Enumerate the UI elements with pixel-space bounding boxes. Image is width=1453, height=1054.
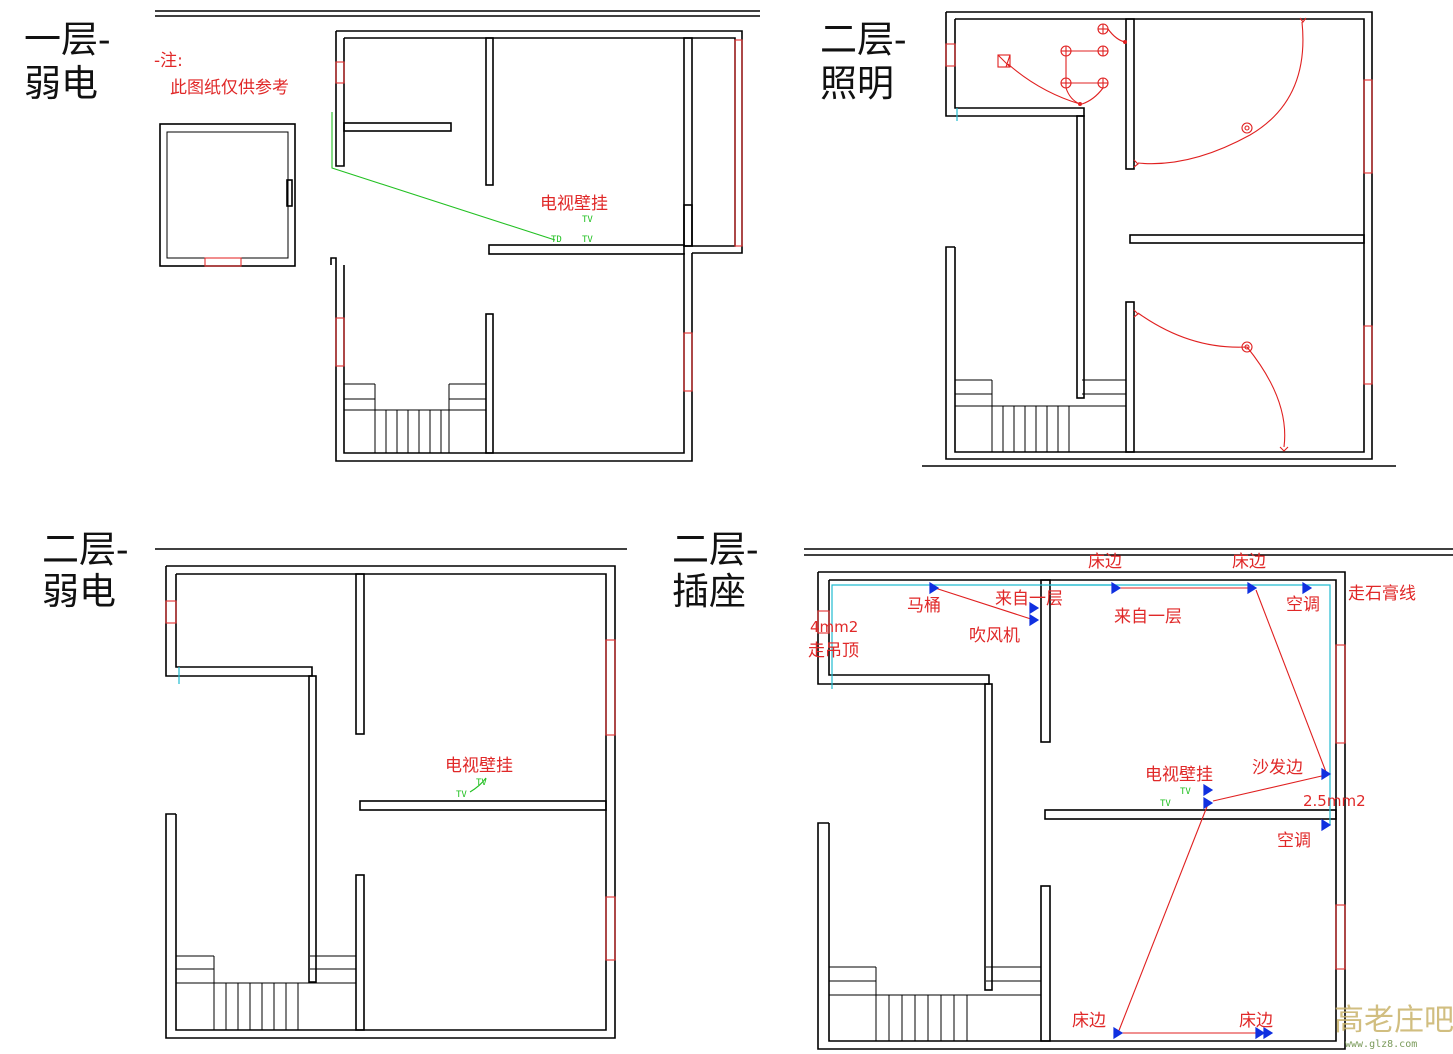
- weak-current-wiring: 电视壁挂 TV TV: [445, 756, 513, 800]
- tv-wall-mount-label: 电视壁挂: [445, 756, 513, 776]
- label-bedside-3: 床边: [1072, 1011, 1106, 1031]
- panel-title-line2: 插座: [672, 570, 746, 613]
- tv-outlet-tag-2: TV: [582, 235, 593, 245]
- label-through-ceiling: 走吊顶: [808, 641, 859, 661]
- label-tv-wall-mount: 电视壁挂: [1145, 765, 1213, 785]
- note-label: -注:: [154, 51, 183, 71]
- label-wire-2-5mm2: 2.5mm2: [1303, 792, 1366, 810]
- tv-wall-mount-label: 电视壁挂: [540, 194, 608, 214]
- label-hair-dryer: 吹风机: [969, 626, 1020, 646]
- floorplan-walls: [155, 10, 760, 462]
- ceiling-light-icon: [1241, 341, 1253, 353]
- label-bedside-2: 床边: [1232, 552, 1266, 572]
- note-text: 此图纸仅供参考: [170, 78, 289, 98]
- ceiling-light-icon: [1241, 122, 1253, 134]
- tv-outlet-tag: TV: [1180, 787, 1191, 797]
- panel-second-floor-lighting: 二层- 照明: [820, 11, 1396, 467]
- label-air-conditioner-1: 空调: [1286, 595, 1320, 615]
- label-wire-4mm2: 4mm2: [810, 618, 858, 636]
- watermark-url: www.glz8.com: [1345, 1039, 1417, 1050]
- panel-title-line2: 照明: [820, 62, 894, 105]
- lighting-circuits: [997, 17, 1307, 452]
- tv-outlet-tag-2: TV: [456, 790, 467, 800]
- panel-second-floor-sockets: 二层- 插座: [672, 528, 1453, 1050]
- panel-title-line1: 二层-: [672, 528, 759, 571]
- panel-title-line2: 弱电: [24, 62, 98, 105]
- staircase: [955, 379, 1126, 452]
- panel-second-floor-low-voltage: 二层- 弱电: [42, 528, 627, 1039]
- switch-icon: [1123, 40, 1127, 44]
- label-along-gypsum-line: 走石膏线: [1348, 583, 1416, 604]
- tv-outlet-tag: TV: [582, 215, 593, 225]
- staircase: [176, 955, 356, 1030]
- weak-current-wiring: 电视壁挂 TV TD TV: [331, 112, 608, 245]
- exhaust-fan-icon: [997, 54, 1011, 68]
- watermark-logo: 高老庄吧 www.glz8.com: [1334, 1003, 1453, 1050]
- switch-icon: [1078, 102, 1082, 106]
- label-bedside-1: 床边: [1088, 552, 1122, 572]
- panel-title-line1: 二层-: [42, 528, 129, 571]
- floorplan-walls: [155, 548, 627, 1039]
- watermark-text: 高老庄吧: [1334, 1003, 1453, 1038]
- floorplan-walls: [804, 548, 1453, 1050]
- label-sofa-side: 沙发边: [1252, 758, 1303, 778]
- socket-icon: [929, 581, 1332, 1040]
- label-toilet: 马桶: [907, 596, 941, 616]
- socket-circuits: 床边 床边 马桶 来自一层 来自一层 吹风机 空调 走石膏线 4mm2 走吊顶 …: [808, 552, 1416, 1040]
- label-from-first-floor-b: 来自一层: [1114, 607, 1182, 627]
- panel-title-line1: 二层-: [820, 18, 907, 61]
- staircase: [344, 383, 486, 453]
- data-outlet-tag: TD: [551, 235, 562, 245]
- tv-outlet-tag-2: TV: [1160, 799, 1171, 809]
- label-from-first-floor-a: 来自一层: [995, 589, 1063, 609]
- panel-title-line1: 一层-: [24, 18, 111, 61]
- floorplan-walls: [922, 11, 1396, 467]
- staircase: [829, 966, 1041, 1041]
- panel-title-line2: 弱电: [42, 570, 116, 613]
- label-bedside-4: 床边: [1239, 1011, 1273, 1031]
- label-air-conditioner-2: 空调: [1277, 831, 1311, 851]
- panel-first-floor-low-voltage: 一层- 弱电 -注: 此图纸仅供参考: [24, 10, 760, 462]
